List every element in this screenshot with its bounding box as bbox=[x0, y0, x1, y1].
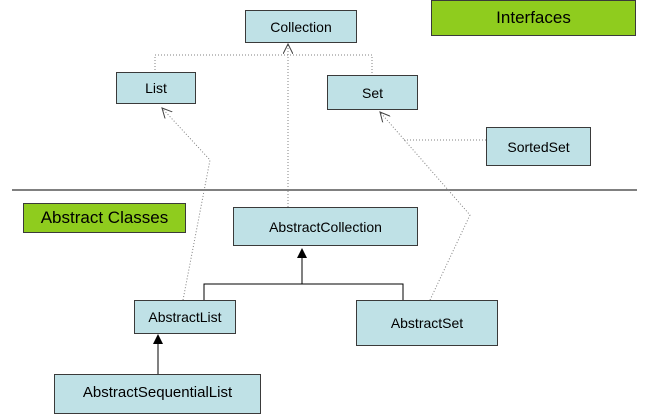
interfaces-legend-label: Interfaces bbox=[496, 8, 571, 27]
abstractsequentiallist-label: AbstractSequentialList bbox=[82, 384, 233, 401]
edge-list-set-to-collection bbox=[154, 44, 373, 190]
abstractcollection-label: AbstractCollection bbox=[269, 218, 382, 235]
diagram-connectors bbox=[12, 0, 637, 374]
collection-label: Collection bbox=[270, 18, 332, 35]
collection-node: Collection bbox=[245, 10, 357, 43]
abstractset-node: AbstractSet bbox=[356, 300, 498, 346]
interfaces-legend: Interfaces bbox=[431, 0, 636, 36]
abstractlist-node: AbstractList bbox=[134, 300, 236, 334]
abstract-classes-legend: Abstract Classes bbox=[23, 203, 186, 233]
abstractcollection-node: AbstractCollection bbox=[233, 207, 418, 246]
sortedset-label: SortedSet bbox=[507, 138, 570, 155]
list-node: List bbox=[116, 72, 196, 104]
abstract-classes-legend-label: Abstract Classes bbox=[40, 208, 169, 227]
edge-abstractlist-to-list bbox=[162, 108, 211, 301]
set-node: Set bbox=[327, 75, 418, 110]
edge-abstract-classes-to-abstractcollection bbox=[203, 248, 404, 300]
list-label: List bbox=[145, 80, 167, 96]
abstractsequentiallist-node: AbstractSequentialList bbox=[54, 374, 261, 414]
abstractlist-label: AbstractList bbox=[148, 309, 222, 325]
set-label: Set bbox=[361, 84, 383, 101]
class-hierarchy-diagram: Interfaces Abstract Classes Collection L… bbox=[12, 0, 637, 414]
abstractset-label: AbstractSet bbox=[390, 315, 464, 331]
edge-abstractset-to-set bbox=[380, 112, 471, 301]
sortedset-node: SortedSet bbox=[486, 127, 591, 166]
